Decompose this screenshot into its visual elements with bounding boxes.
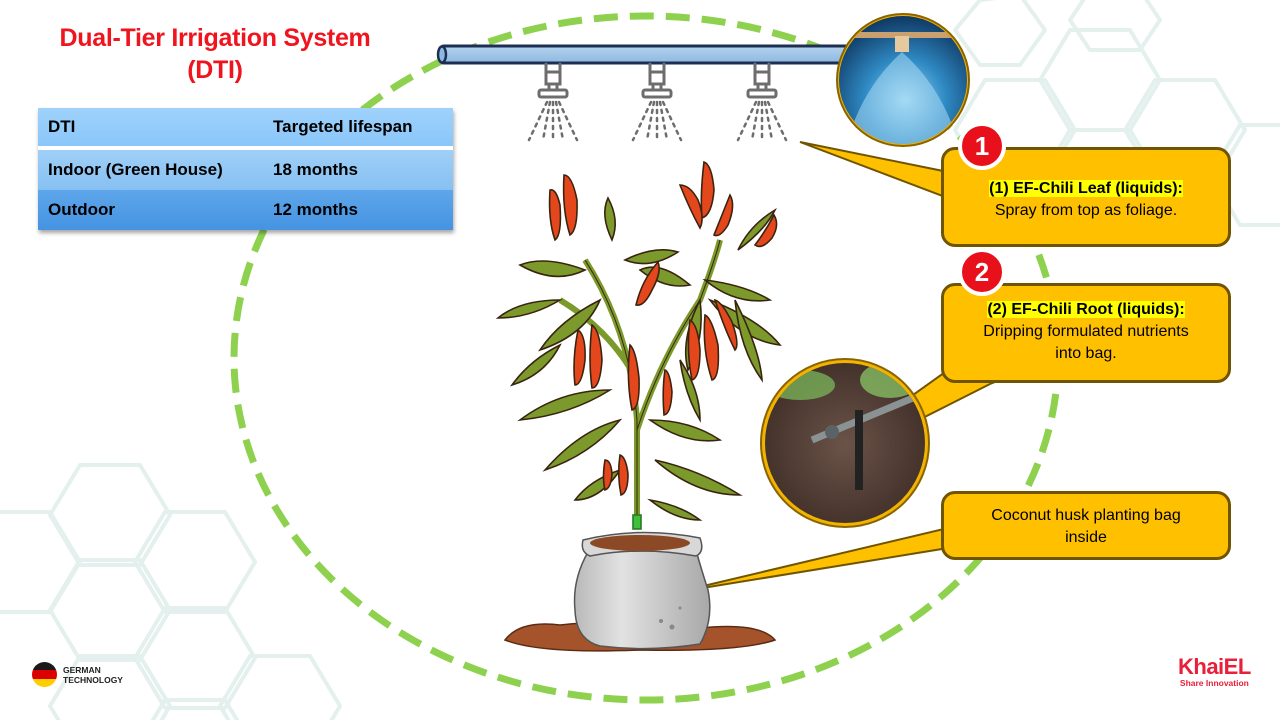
table-header-row: DTI Targeted lifespan bbox=[38, 108, 453, 150]
callout-root-body-line1: Dripping formulated nutrients bbox=[983, 323, 1189, 340]
callout-leaf-heading: (1) EF-Chili Leaf (liquids): bbox=[989, 180, 1183, 197]
callout-root-heading: (2) EF-Chili Root (liquids): bbox=[987, 301, 1185, 318]
table-header-cell: DTI bbox=[48, 117, 76, 136]
table-header-cell: Targeted lifespan bbox=[273, 117, 413, 136]
brand-tagline: Share Innovation bbox=[1179, 678, 1249, 688]
step-badge-2: 2 bbox=[958, 248, 1006, 296]
german-label-line1: GERMAN bbox=[63, 664, 101, 675]
overhead-pipe bbox=[436, 44, 852, 65]
title-line-2: (DTI) bbox=[187, 56, 243, 84]
table-row: Indoor (Green House) 18 months bbox=[38, 150, 453, 190]
sprinkler-icons bbox=[527, 62, 788, 142]
page-title: Dual-Tier Irrigation System (DTI) bbox=[20, 22, 410, 86]
drip-photo bbox=[760, 358, 930, 528]
table-row: Outdoor 12 months bbox=[38, 190, 453, 230]
planting-bag-illustration bbox=[503, 531, 777, 652]
callout-bag-line2: inside bbox=[1065, 529, 1107, 546]
table-cell: Outdoor bbox=[48, 200, 116, 219]
callout-root: (2) EF-Chili Root (liquids): Dripping fo… bbox=[941, 283, 1231, 383]
callout-bag-line1: Coconut husk planting bag bbox=[991, 507, 1181, 524]
table-cell: 12 months bbox=[273, 200, 359, 219]
callout-root-body-line2: into bag. bbox=[1055, 345, 1117, 362]
table-cell: 18 months bbox=[273, 160, 359, 179]
callout-leaf-body: Spray from top as foliage. bbox=[994, 202, 1178, 219]
table-cell: Indoor (Green House) bbox=[48, 160, 223, 179]
german-label-line2: TECHNOLOGY bbox=[63, 674, 123, 685]
pointer-3 bbox=[677, 526, 949, 593]
lifespan-table: DTI Targeted lifespan Indoor (Green Hous… bbox=[38, 108, 453, 230]
pointer-1 bbox=[799, 141, 949, 200]
brand-logo: KhaiEL Share Innovation bbox=[1178, 654, 1251, 689]
spray-photo bbox=[836, 13, 970, 147]
german-technology-logo: GERMAN TECHNOLOGY bbox=[32, 662, 123, 687]
title-line-1: Dual-Tier Irrigation System bbox=[59, 24, 371, 52]
german-flag-icon bbox=[32, 662, 57, 687]
chili-plant-illustration bbox=[495, 160, 782, 530]
step-badge-1: 1 bbox=[958, 122, 1006, 170]
callout-bag: Coconut husk planting bag inside bbox=[941, 491, 1231, 560]
brand-name: KhaiEL bbox=[1178, 654, 1251, 679]
